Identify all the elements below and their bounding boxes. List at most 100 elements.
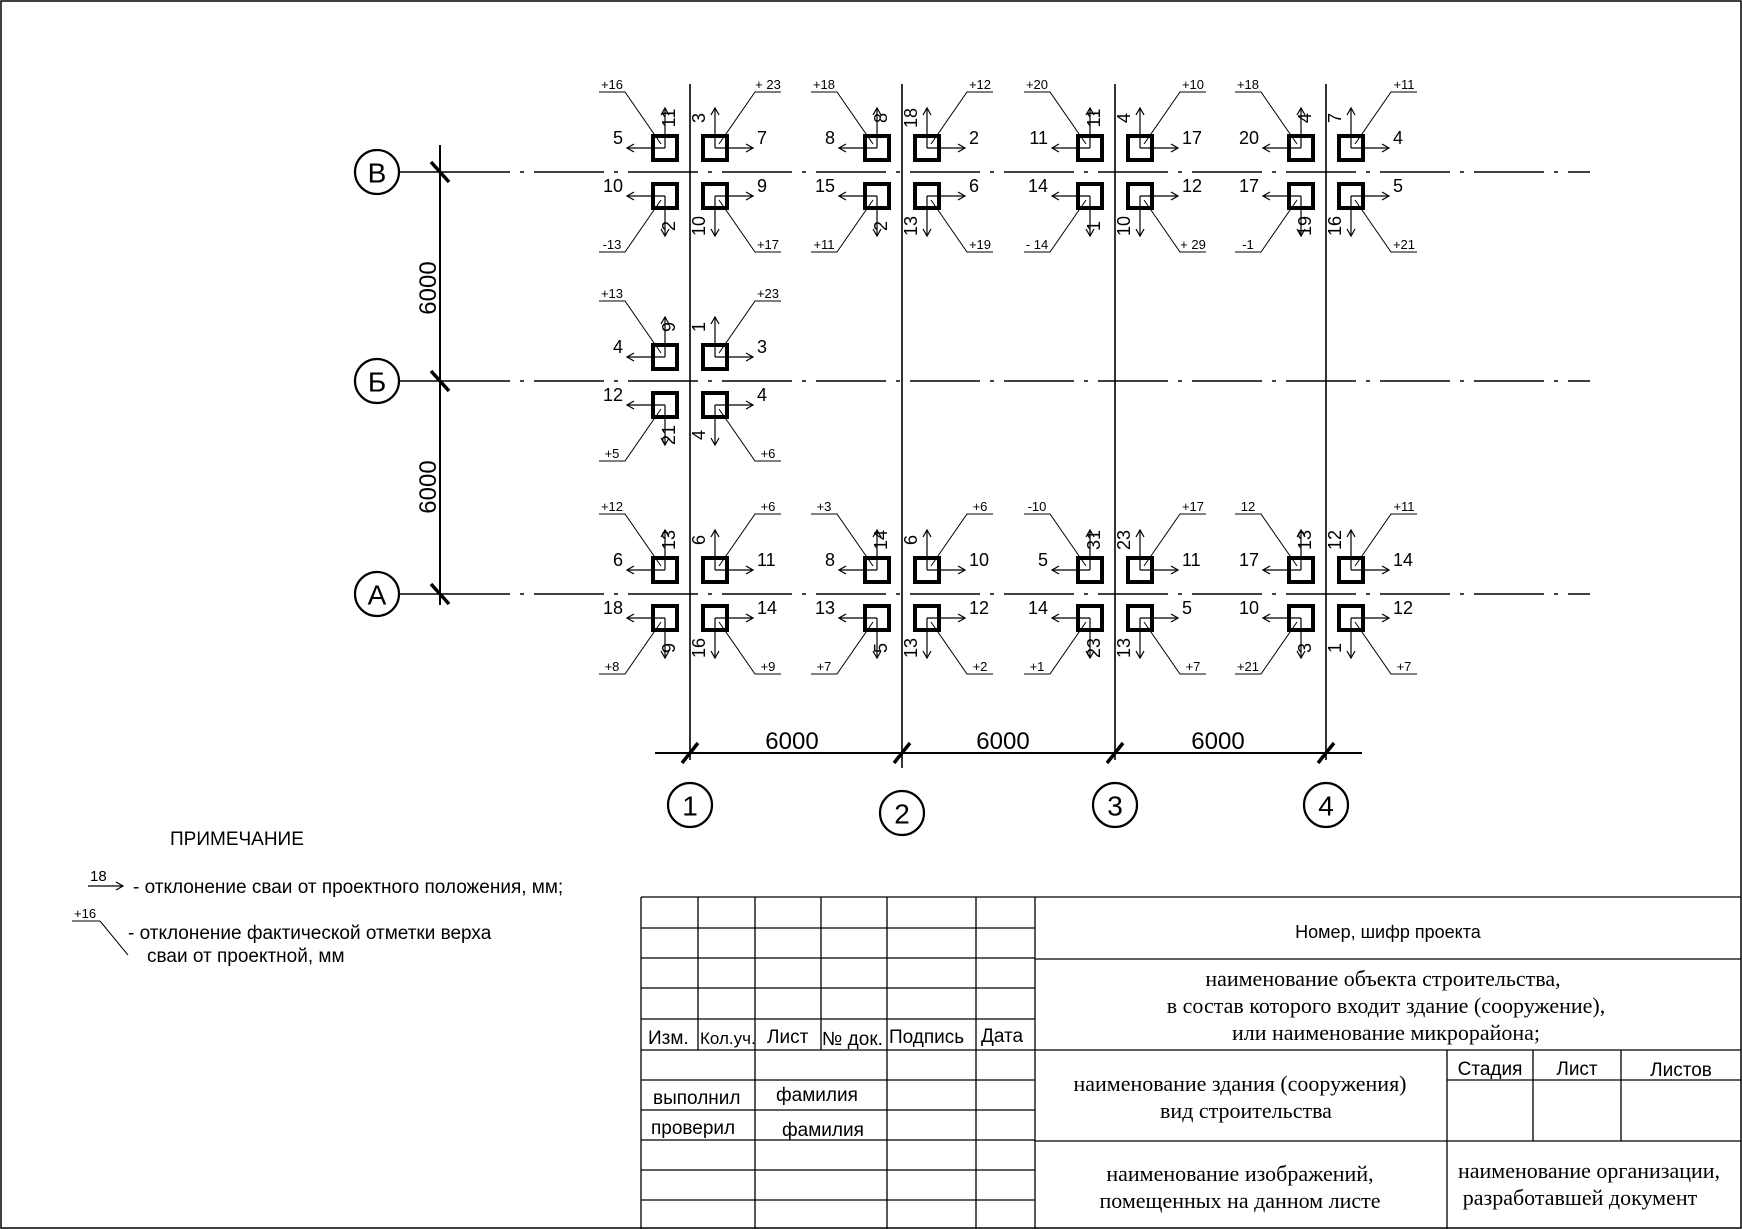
elevation-leader <box>718 513 781 567</box>
elevation-deviation: +23 <box>757 286 779 301</box>
horizontal-deviation: 6 <box>969 176 979 196</box>
horizontal-deviation: 18 <box>603 598 623 618</box>
horizontal-deviation: 14 <box>1028 176 1048 196</box>
vertical-deviation: 4 <box>1295 113 1315 123</box>
arrow-head <box>745 400 755 410</box>
elevation-deviation: +20 <box>1026 77 1048 92</box>
elevation-leader <box>1235 513 1298 567</box>
vertical-deviation: 13 <box>901 638 921 658</box>
note-block: ПРИМЕЧАНИЕ 18 - отклонение сваи от проек… <box>72 829 563 967</box>
arrow-head <box>745 352 755 362</box>
arrow-head <box>625 565 635 575</box>
elevation-deviation: +10 <box>1182 77 1204 92</box>
horizontal-deviation: 17 <box>1239 176 1259 196</box>
elevation-leader <box>718 300 781 354</box>
elevation-deviation: +6 <box>973 499 988 514</box>
elevation-leader <box>599 408 662 462</box>
elevation-deviation: -13 <box>603 237 622 252</box>
sheets-label: Листов <box>1650 1060 1712 1081</box>
arrow-head <box>1135 650 1145 660</box>
elevation-leader <box>1235 621 1298 675</box>
axis-label-2: 2 <box>894 799 910 830</box>
legend-arrow-head <box>115 881 125 891</box>
horizontal-deviation: 5 <box>613 128 623 148</box>
horizontal-deviation: 11 <box>1029 128 1048 148</box>
vertical-deviation: 19 <box>1295 216 1315 236</box>
horizontal-dimension-3: 6000 <box>1191 728 1244 755</box>
axis-bubble-a <box>353 570 401 618</box>
elevation-deviation: +9 <box>761 659 776 674</box>
arrow-head <box>1085 228 1095 238</box>
horizontal-deviation: 5 <box>1038 550 1048 570</box>
horizontal-deviation: 9 <box>757 176 767 196</box>
vertical-deviation: 3 <box>1295 643 1315 653</box>
arrow-head <box>922 650 932 660</box>
dim-tick <box>1316 741 1336 765</box>
horizontal-deviation: 4 <box>757 385 767 405</box>
elevation-leader <box>1354 91 1417 145</box>
elevation-leader <box>1354 621 1417 675</box>
arrow-head <box>872 106 882 116</box>
vertical-deviation: 11 <box>659 109 679 128</box>
elevation-leader <box>1235 91 1298 145</box>
arrow-head <box>1261 143 1271 153</box>
arrow-head <box>837 191 847 201</box>
elevation-deviation: +8 <box>605 659 620 674</box>
arrow-head <box>1261 565 1271 575</box>
object-name-line-1: наименование объекта строительства, <box>1205 966 1560 991</box>
axis-label-v: В <box>368 158 387 189</box>
arrow-head <box>837 143 847 153</box>
arrow-head <box>745 191 755 201</box>
horizontal-deviation: 20 <box>1239 128 1259 148</box>
arrow-head <box>922 528 932 538</box>
arrow-head <box>957 191 967 201</box>
vertical-deviation: 12 <box>1325 530 1345 550</box>
arrow-head <box>660 528 670 538</box>
note-title: ПРИМЕЧАНИЕ <box>170 829 304 850</box>
elevation-deviation: +12 <box>969 77 991 92</box>
elevation-deviation: - 14 <box>1026 237 1048 252</box>
elevation-leader <box>930 199 993 253</box>
vertical-deviation: 16 <box>1325 216 1345 236</box>
elevation-deviation: +18 <box>1237 77 1259 92</box>
stage-label: Стадия <box>1458 1059 1523 1080</box>
elevation-deviation: + 29 <box>1180 237 1206 252</box>
arrow-head <box>660 437 670 447</box>
elevation-leader <box>1354 199 1417 253</box>
project-code: Номер, шифр проекта <box>1295 922 1482 942</box>
elevation-leader <box>718 199 781 253</box>
horizontal-deviation: 7 <box>757 128 767 148</box>
arrow-head <box>1346 106 1356 116</box>
elevation-deviation: +18 <box>813 77 835 92</box>
elevation-leader <box>718 91 781 145</box>
arrow-head <box>1296 228 1306 238</box>
arrow-head <box>1135 528 1145 538</box>
vertical-deviation: 10 <box>1114 216 1134 236</box>
arrow-head <box>1261 613 1271 623</box>
arrow-head <box>1085 528 1095 538</box>
elevation-leader <box>811 91 874 145</box>
horizontal-deviation: 13 <box>815 598 835 618</box>
checked-by-name: фамилия <box>782 1120 864 1141</box>
arrow-head <box>1296 650 1306 660</box>
title-block: Изм. Кол.уч. Лист № док. Подпись Дата вы… <box>640 896 1741 1229</box>
arrow-head <box>1296 106 1306 116</box>
elevation-deviation: +3 <box>817 499 832 514</box>
horizontal-deviation: 14 <box>1028 598 1048 618</box>
horizontal-deviation: 10 <box>1239 598 1259 618</box>
legend-elevation-number: +16 <box>74 906 96 921</box>
vertical-deviation: 8 <box>871 113 891 123</box>
elevation-leader <box>1354 513 1417 567</box>
vertical-dimension-2: 6000 <box>415 460 442 513</box>
arrow-head <box>1050 143 1060 153</box>
elevation-leader <box>811 621 874 675</box>
vertical-deviation: 1 <box>689 322 709 332</box>
arrow-head <box>872 528 882 538</box>
horizontal-deviation: 17 <box>1182 128 1202 148</box>
arrow-head <box>625 613 635 623</box>
vertical-deviation: 14 <box>871 530 891 550</box>
horizontal-deviation: 4 <box>1393 128 1403 148</box>
